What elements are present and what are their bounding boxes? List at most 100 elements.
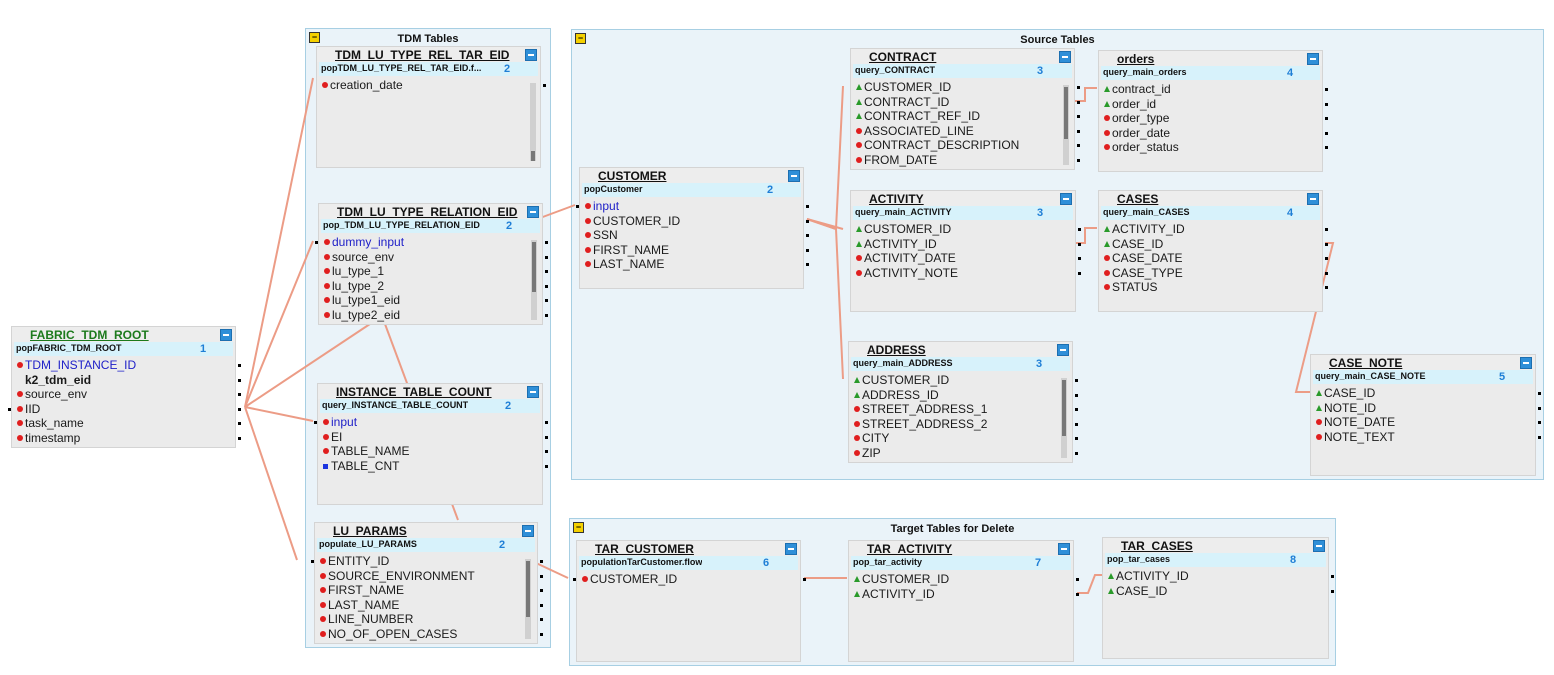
output-port[interactable] xyxy=(238,393,241,396)
output-port[interactable] xyxy=(540,632,543,636)
table-name[interactable]: ACTIVITY xyxy=(869,192,924,206)
table-name[interactable]: CASES xyxy=(1117,192,1159,206)
output-port[interactable] xyxy=(1325,228,1328,231)
scrollbar[interactable] xyxy=(525,559,531,639)
population-name[interactable]: query_INSTANCE_TABLE_COUNT xyxy=(322,400,469,410)
minimize-icon[interactable] xyxy=(788,170,800,182)
minimize-icon[interactable] xyxy=(527,386,539,398)
field-row[interactable]: CUSTOMER_ID xyxy=(573,572,806,587)
output-port[interactable] xyxy=(545,270,548,273)
output-port[interactable] xyxy=(1325,146,1328,149)
output-port[interactable] xyxy=(1325,271,1328,275)
field-row[interactable]: input xyxy=(576,199,809,214)
field-row[interactable]: CASE_ID xyxy=(1103,584,1334,599)
output-port[interactable] xyxy=(1325,131,1328,135)
output-port[interactable] xyxy=(1331,589,1334,593)
output-port[interactable] xyxy=(1325,102,1328,106)
field-row[interactable]: SOURCE_ENVIRONMENT xyxy=(315,569,543,584)
minimize-icon[interactable] xyxy=(527,206,539,218)
output-port[interactable] xyxy=(540,560,543,563)
field-row[interactable]: CUSTOMER_ID xyxy=(849,373,1078,388)
table-name[interactable]: ADDRESS xyxy=(867,343,926,357)
population-name[interactable]: pop_TDM_LU_TYPE_RELATION_EID xyxy=(323,220,480,230)
field-row[interactable]: ACTIVITY_ID xyxy=(1103,569,1334,584)
minimize-icon[interactable] xyxy=(1307,53,1319,65)
table-name[interactable]: CASE_NOTE xyxy=(1329,356,1403,370)
field-row[interactable]: NOTE_TEXT xyxy=(1311,430,1541,445)
field-row[interactable]: STREET_ADDRESS_2 xyxy=(849,417,1078,432)
population-name[interactable]: query_main_ACTIVITY xyxy=(855,207,952,217)
output-port[interactable] xyxy=(1538,392,1541,395)
field-row[interactable]: dummy_input xyxy=(315,235,548,250)
field-row[interactable]: FROM_DATE xyxy=(851,153,1080,168)
field-row[interactable]: task_name xyxy=(12,416,241,431)
output-port[interactable] xyxy=(806,248,809,252)
output-port[interactable] xyxy=(540,574,543,578)
output-port[interactable] xyxy=(1077,86,1080,89)
field-row[interactable]: ACTIVITY_ID xyxy=(849,587,1079,602)
field-row[interactable]: NOTE_ID xyxy=(1311,401,1541,416)
output-port[interactable] xyxy=(1538,421,1541,424)
collapse-group-icon[interactable]: − xyxy=(309,32,320,43)
field-row[interactable]: CASE_ID xyxy=(1311,386,1541,401)
scrollbar-thumb[interactable] xyxy=(1064,87,1068,139)
field-row[interactable]: lu_type_2 xyxy=(319,279,548,294)
field-row[interactable]: CUSTOMER_ID xyxy=(849,572,1079,587)
output-port[interactable] xyxy=(1325,117,1328,120)
population-name[interactable]: popFABRIC_TDM_ROOT xyxy=(16,343,122,353)
field-row[interactable]: k2_tdm_eid xyxy=(12,373,241,388)
output-port[interactable] xyxy=(545,284,548,288)
table-name[interactable]: CUSTOMER xyxy=(598,169,667,183)
minimize-icon[interactable] xyxy=(1060,193,1072,205)
output-port[interactable] xyxy=(806,205,809,208)
output-port[interactable] xyxy=(545,435,548,439)
output-port[interactable] xyxy=(1078,271,1081,275)
field-row[interactable]: lu_type_1 xyxy=(319,264,548,279)
population-name[interactable]: query_main_CASE_NOTE xyxy=(1315,371,1426,381)
field-row[interactable]: ACTIVITY_NOTE xyxy=(851,266,1081,281)
output-port[interactable] xyxy=(238,378,241,382)
output-port[interactable] xyxy=(545,313,548,317)
input-port[interactable] xyxy=(315,241,318,244)
output-port[interactable] xyxy=(1075,393,1078,397)
input-port[interactable] xyxy=(314,421,317,424)
output-port[interactable] xyxy=(1077,144,1080,147)
field-row[interactable]: SSN xyxy=(580,228,809,243)
field-row[interactable]: ADDRESS_ID xyxy=(849,388,1078,403)
field-row[interactable]: CUSTOMER_ID xyxy=(851,222,1081,237)
field-row[interactable]: IID xyxy=(8,402,241,417)
field-row[interactable]: source_env xyxy=(12,387,241,402)
population-name[interactable]: pop_tar_activity xyxy=(853,557,923,567)
output-port[interactable] xyxy=(1331,575,1334,578)
population-name[interactable]: populationTarCustomer.flow xyxy=(581,557,703,567)
input-port[interactable] xyxy=(576,205,579,208)
field-row[interactable]: CITY xyxy=(849,431,1078,446)
output-port[interactable] xyxy=(1325,88,1328,91)
output-port[interactable] xyxy=(1078,228,1081,231)
field-row[interactable]: STREET_ADDRESS_1 xyxy=(849,402,1078,417)
output-port[interactable] xyxy=(1075,451,1078,455)
table-name[interactable]: TDM_LU_TYPE_REL_TAR_EID xyxy=(335,48,510,62)
output-port[interactable] xyxy=(1538,406,1541,410)
field-row[interactable]: order_id xyxy=(1099,97,1328,112)
field-row[interactable]: LAST_NAME xyxy=(580,257,809,272)
output-port[interactable] xyxy=(1077,115,1080,118)
relationship-link[interactable] xyxy=(244,77,314,408)
field-row[interactable]: source_env xyxy=(319,250,548,265)
scrollbar[interactable] xyxy=(1063,85,1069,165)
field-row[interactable]: order_status xyxy=(1099,140,1328,155)
output-port[interactable] xyxy=(1077,129,1080,133)
output-port[interactable] xyxy=(238,422,241,425)
output-port[interactable] xyxy=(545,450,548,453)
input-port[interactable] xyxy=(8,407,11,411)
table-name[interactable]: FABRIC_TDM_ROOT xyxy=(30,328,149,342)
output-port[interactable] xyxy=(545,299,548,302)
population-name[interactable]: query_main_orders xyxy=(1103,67,1187,77)
